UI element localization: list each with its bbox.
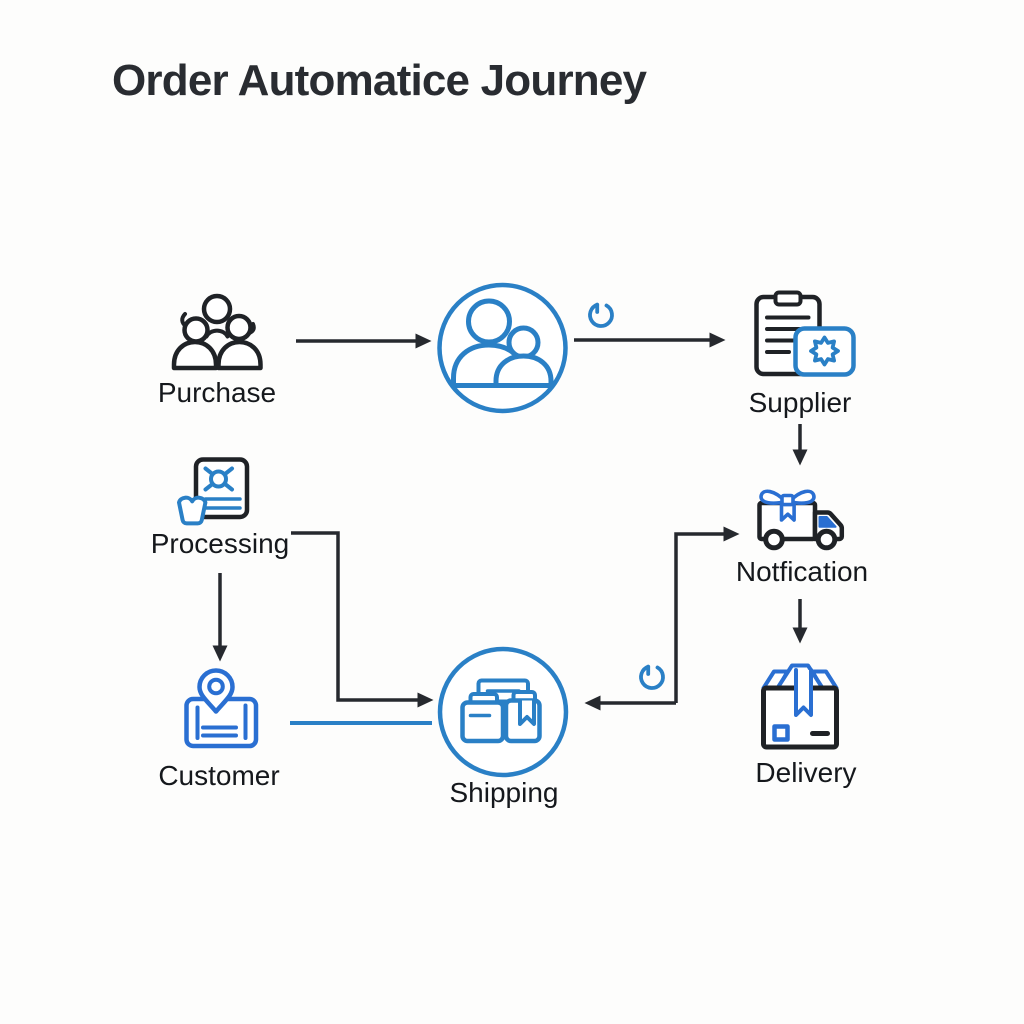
document-scan-basket-icon bbox=[177, 457, 250, 526]
node-label-purchase: Purchase bbox=[157, 377, 277, 408]
people-group-icon bbox=[171, 293, 263, 371]
node-label-shipping: Shipping bbox=[449, 777, 559, 808]
node-label-supplier: Supplier bbox=[748, 387, 852, 418]
connector-layer bbox=[212, 302, 808, 725]
elbow-arrow-to-notification bbox=[674, 526, 740, 703]
people-pair-circle-icon bbox=[437, 282, 568, 414]
node-notification bbox=[757, 489, 845, 551]
refresh-icon bbox=[639, 664, 665, 690]
gift-bow-icon bbox=[780, 493, 795, 507]
gear-icon bbox=[809, 335, 840, 367]
shopping-bags-circle-icon bbox=[437, 646, 569, 778]
node-shipping-hub bbox=[437, 646, 569, 778]
node-label-processing: Processing bbox=[150, 528, 290, 559]
truck-window bbox=[818, 516, 837, 528]
ribbon-icon bbox=[794, 668, 813, 717]
page-title: Order Automatice Journey bbox=[112, 56, 647, 105]
node-label-notification: Notfication bbox=[735, 556, 869, 587]
refresh-icon bbox=[588, 302, 614, 328]
node-customer bbox=[184, 668, 259, 749]
node-delivery bbox=[761, 663, 839, 750]
map-pin-card-icon bbox=[184, 668, 259, 749]
node-label-customer: Customer bbox=[158, 760, 280, 791]
open-package-box-icon bbox=[761, 663, 839, 750]
elbow-arrow-processing-to-shipping bbox=[291, 531, 434, 708]
node-label-delivery: Delivery bbox=[755, 757, 857, 788]
node-team-hub bbox=[437, 282, 568, 414]
gift-delivery-truck-icon bbox=[757, 489, 845, 551]
node-processing bbox=[177, 457, 250, 526]
node-purchase bbox=[171, 293, 263, 371]
node-supplier bbox=[754, 290, 856, 377]
clipboard-gear-icon bbox=[754, 290, 856, 377]
